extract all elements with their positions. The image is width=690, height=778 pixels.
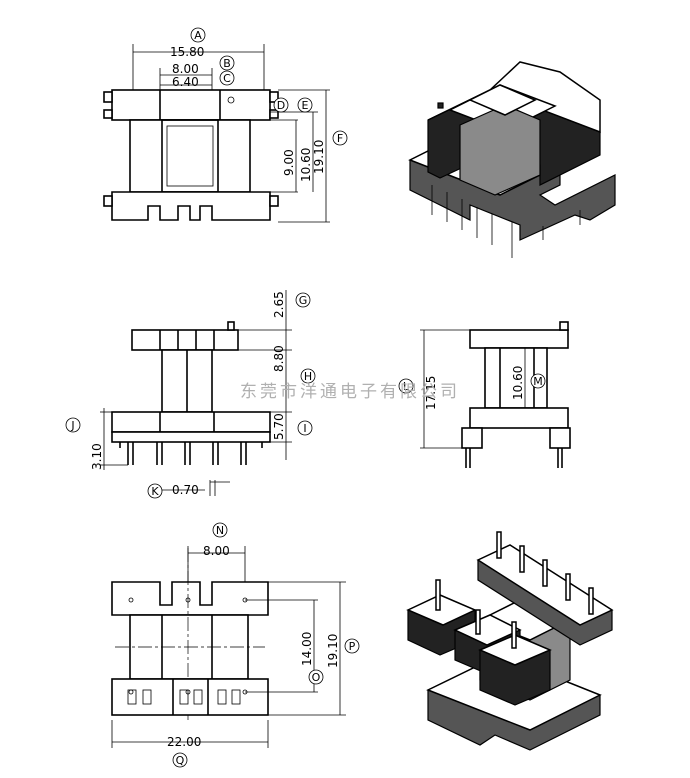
dim-front-top-flange: 2.65 bbox=[272, 291, 286, 318]
dim-front-height-main: 8.80 bbox=[272, 345, 286, 372]
top-view: 15.80 8.00 6.40 9.00 10.60 19.10 bbox=[103, 44, 330, 223]
label-o: O bbox=[308, 669, 324, 685]
dim-bottom-pitch: 8.00 bbox=[203, 544, 230, 558]
company-watermark: 东莞市洋通电子有限公司 bbox=[240, 382, 460, 402]
svg-text:L: L bbox=[403, 380, 410, 393]
dim-side-inner-h: 10.60 bbox=[511, 366, 525, 400]
dim-bottom-span: 14.00 bbox=[300, 632, 314, 666]
svg-text:C: C bbox=[223, 72, 231, 85]
svg-text:F: F bbox=[337, 132, 343, 145]
svg-text:B: B bbox=[223, 57, 231, 70]
svg-text:G: G bbox=[299, 294, 308, 307]
label-j: J bbox=[65, 417, 81, 433]
label-i: I bbox=[297, 420, 313, 436]
svg-text:J: J bbox=[70, 419, 74, 432]
svg-text:N: N bbox=[216, 524, 224, 537]
label-m: M bbox=[530, 373, 546, 389]
dim-top-inner-a: 8.00 bbox=[172, 62, 199, 76]
label-q: Q bbox=[172, 752, 188, 768]
dim-top-total-h: 19.10 bbox=[312, 140, 326, 174]
label-a: A bbox=[190, 27, 206, 43]
label-g: G bbox=[295, 292, 311, 308]
dim-front-bottom: 5.70 bbox=[272, 413, 286, 440]
dim-side-total-h: 17.15 bbox=[424, 376, 438, 410]
svg-text:O: O bbox=[312, 671, 321, 684]
svg-text:I: I bbox=[303, 422, 306, 435]
dim-top-inner-h: 10.60 bbox=[299, 148, 313, 182]
label-b: B bbox=[219, 55, 235, 71]
svg-text:A: A bbox=[194, 29, 202, 42]
svg-text:E: E bbox=[302, 99, 309, 112]
label-n: N bbox=[212, 522, 228, 538]
label-c: C bbox=[219, 70, 235, 86]
label-p: P bbox=[344, 638, 360, 654]
iso-view-bottom bbox=[406, 531, 614, 751]
dim-top-window: 9.00 bbox=[282, 149, 296, 176]
front-view: 2.65 8.80 5.70 3.10 0.70 bbox=[90, 290, 292, 497]
label-f: F bbox=[332, 130, 348, 146]
svg-text:P: P bbox=[349, 640, 356, 653]
label-e: E bbox=[297, 97, 313, 113]
dim-bottom-height: 19.10 bbox=[326, 634, 340, 668]
svg-text:Q: Q bbox=[176, 754, 185, 767]
side-view: 17.15 10.60 bbox=[420, 321, 571, 468]
svg-text:D: D bbox=[277, 99, 285, 112]
label-l: L bbox=[398, 378, 414, 394]
label-h: H bbox=[300, 368, 316, 384]
iso-view-top bbox=[408, 61, 616, 258]
dim-top-width: 15.80 bbox=[170, 45, 204, 59]
label-d: D bbox=[273, 97, 289, 113]
bottom-view: 8.00 14.00 19.10 22.00 bbox=[111, 544, 346, 749]
dim-bottom-width: 22.00 bbox=[167, 735, 201, 749]
dim-top-inner-b: 6.40 bbox=[172, 75, 199, 89]
svg-text:M: M bbox=[533, 375, 543, 388]
svg-text:H: H bbox=[304, 370, 312, 383]
dim-front-pin-w: 0.70 bbox=[172, 483, 199, 497]
label-k: K bbox=[147, 483, 163, 499]
dim-front-pin-len: 3.10 bbox=[90, 443, 104, 470]
svg-text:K: K bbox=[151, 485, 159, 498]
